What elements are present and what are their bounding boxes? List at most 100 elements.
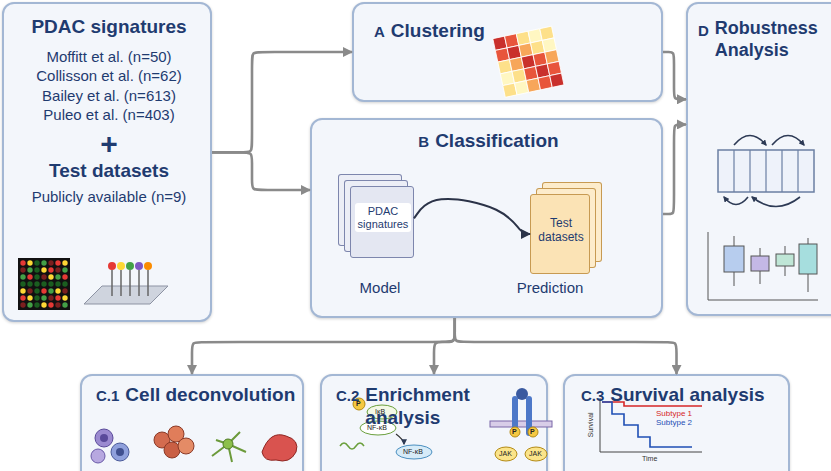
jak-protein — [495, 447, 517, 461]
drawing-part — [545, 50, 559, 64]
drawing-part — [108, 262, 116, 270]
drawing-part — [34, 281, 39, 286]
cell-membrane — [490, 421, 552, 427]
stromal-cell — [262, 435, 297, 461]
drawing-part — [540, 26, 554, 40]
fold-arrow — [734, 136, 766, 146]
drawing-part — [521, 55, 535, 69]
microarray-plate — [18, 258, 70, 310]
text-group: PDAC signaturesMoffitt et al. (n=50)Coll… — [4, 16, 214, 206]
text-group: BClassification — [312, 130, 665, 153]
axis-title: Time — [642, 455, 657, 463]
drawing-part — [34, 260, 39, 265]
drawing-part — [733, 150, 734, 192]
drawing-part — [27, 260, 32, 265]
drawing-part — [144, 262, 152, 270]
phospho-label: P — [530, 428, 535, 436]
drawing-part — [536, 64, 550, 78]
drawing-part — [62, 288, 67, 293]
drawing-part — [20, 302, 25, 307]
heading-text: C.3 — [581, 387, 604, 405]
drawing-part — [547, 61, 561, 75]
cell-types — [91, 426, 297, 463]
flow-arrow — [212, 152, 310, 190]
fold-bar — [718, 150, 814, 192]
drawing-part — [27, 274, 32, 279]
heading-text: Clustering — [391, 20, 485, 43]
cross-validation — [718, 136, 814, 207]
heading-text: D — [698, 22, 709, 40]
drawing-part — [20, 281, 25, 286]
ikb-protein — [367, 405, 397, 419]
flow-arrow — [663, 52, 686, 99]
drawing-part — [55, 295, 60, 300]
drawing-part — [117, 262, 125, 296]
drawing-part — [538, 76, 552, 90]
stage-label: Model — [345, 280, 415, 297]
drawing-part — [27, 302, 32, 307]
translocation-arrow — [396, 434, 404, 444]
drawing-part — [135, 262, 143, 296]
drawing-part — [41, 274, 46, 279]
drawing-part — [550, 73, 564, 87]
phospho-label: P — [356, 400, 361, 408]
drawing-part — [34, 274, 39, 279]
nucleus — [100, 434, 108, 442]
drawing-part — [510, 57, 524, 71]
heading-text: Test datasets — [49, 160, 169, 183]
drawing-part — [62, 295, 67, 300]
drawing-part — [27, 288, 32, 293]
sequencing-chip — [84, 262, 168, 304]
drawing-part — [108, 262, 116, 296]
drawing-part — [20, 260, 67, 307]
heading-text: B — [418, 133, 429, 151]
drawing-part — [62, 260, 67, 265]
subtype-1-curve — [602, 402, 702, 406]
drawing-part — [41, 260, 46, 265]
drawing-part — [41, 295, 46, 300]
flow-arrow — [192, 318, 455, 374]
jak-protein — [525, 447, 547, 461]
nfkb-pathway — [340, 398, 432, 459]
drawing-part — [55, 260, 60, 265]
box — [799, 244, 817, 274]
whisker — [760, 248, 761, 284]
drawing-part — [500, 71, 514, 85]
immune-cell — [111, 443, 129, 461]
drawing-part — [144, 262, 152, 296]
fold-arrow — [752, 197, 800, 207]
survival-plot — [600, 398, 702, 452]
legend-text: Subtype 2 — [656, 419, 692, 428]
phospho-group — [510, 427, 520, 437]
drawing-part — [55, 302, 60, 307]
receptor-chain — [512, 396, 518, 436]
drawing-part — [147, 270, 149, 296]
heading-text: Robustness Analysis — [715, 18, 821, 61]
drawing-part — [531, 40, 545, 54]
chip-plate — [84, 286, 168, 304]
text-group: C.3Survival analysis — [581, 384, 789, 407]
drawing-part — [20, 267, 25, 272]
stage-label: Prediction — [505, 280, 595, 297]
boxplot — [708, 232, 818, 300]
body-text: Moffitt et al. (n=50) — [46, 47, 171, 67]
receptor-chain — [526, 396, 532, 436]
drawing-part — [526, 78, 540, 92]
flow-arrow — [455, 318, 677, 374]
plot-axis — [708, 232, 818, 300]
body-text: Collisson et al. (n=62) — [36, 66, 182, 86]
text-group: C.2Enrichment analysis — [336, 384, 548, 430]
drawing-part — [41, 302, 46, 307]
whisker — [785, 246, 786, 276]
drawing-part — [27, 281, 32, 286]
text-group: AClustering — [374, 20, 574, 43]
drawing-part — [34, 295, 39, 300]
axis-title: Survival — [587, 410, 595, 440]
dataset-stack: Test datasets — [530, 194, 590, 274]
box — [751, 256, 769, 271]
box — [724, 246, 744, 272]
drawing-part — [765, 150, 766, 192]
drawing-part — [55, 281, 60, 286]
heatmap — [493, 26, 564, 97]
